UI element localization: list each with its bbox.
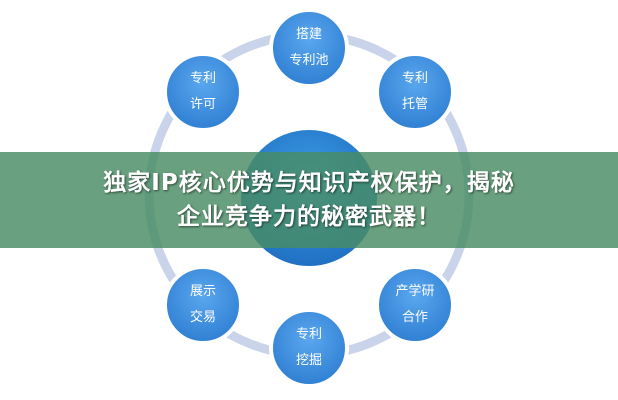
node-label-line1: 专利 <box>296 327 322 342</box>
node-circle <box>163 52 243 132</box>
node-circle <box>375 52 455 132</box>
node-label-line2: 许可 <box>190 97 216 112</box>
node-circle <box>163 265 243 345</box>
node-circle <box>269 308 349 388</box>
headline-line-1: 独家IP核心优势与知识产权保护，揭秘 <box>103 170 515 196</box>
node-label-line2: 合作 <box>402 310 428 325</box>
node-label-line1: 搭建 <box>296 26 322 42</box>
node-label-line2: 托管 <box>402 97 428 112</box>
node-label-line1: 专利 <box>402 71 428 86</box>
node-label-line1: 专利 <box>190 71 216 86</box>
node-circle <box>375 265 455 345</box>
node-label-line2: 交易 <box>190 309 216 325</box>
headline-text: 独家IP核心优势与知识产权保护，揭秘 企业竞争力的秘密武器！ <box>103 166 514 234</box>
node-label-line2: 专利池 <box>289 53 328 68</box>
node-label-line2: 挖掘 <box>296 353 322 368</box>
headline-line-2: 企业竞争力的秘密武器！ <box>176 204 441 230</box>
node-circle <box>269 8 349 88</box>
node-label-line1: 展示 <box>190 284 216 299</box>
node-label-line1: 产学研 <box>395 283 434 299</box>
headline-banner: 独家IP核心优势与知识产权保护，揭秘 企业竞争力的秘密武器！ <box>0 152 618 248</box>
